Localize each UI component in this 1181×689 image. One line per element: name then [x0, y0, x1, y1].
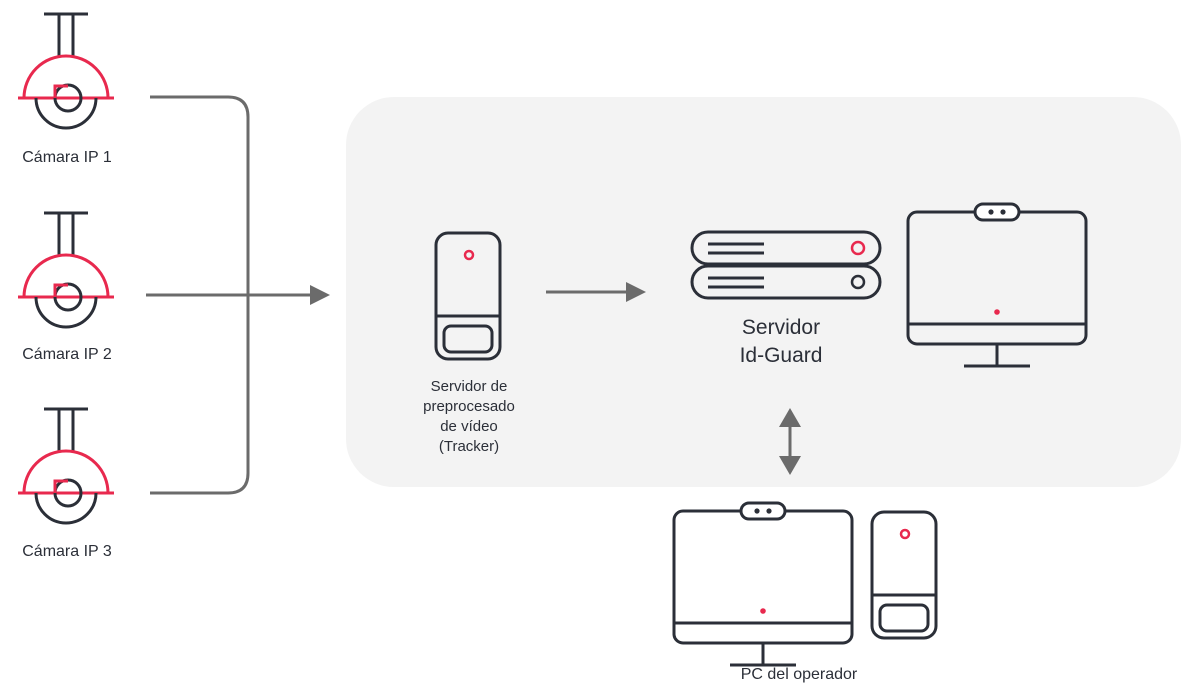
server-monitor-icon: [906, 202, 1088, 368]
server-label-line-1: Servidor: [741, 316, 821, 339]
arrow-to-tracker-icon: [310, 285, 330, 305]
tracker-label-line-3: de vídeo: [440, 418, 498, 435]
arrow-to-server-icon: [626, 282, 646, 302]
tracker-label-line-4: (Tracker): [438, 438, 500, 455]
server-label: Servidor Id-Guard: [681, 314, 881, 370]
camera-2-icon: [16, 211, 116, 329]
tracker-label-line-2: preprocesado: [423, 398, 515, 415]
operator-tower-icon: [870, 510, 938, 640]
camera-1-icon: [16, 12, 116, 130]
tracker-label: Servidor de preprocesado de vídeo (Track…: [379, 377, 559, 457]
server-zone-panel: [346, 97, 1181, 487]
rack-server-icon: [690, 230, 882, 300]
operator-monitor-icon: [672, 501, 854, 667]
tracker-tower-icon: [434, 231, 502, 361]
operator-pc-label: PC del operador: [740, 666, 858, 683]
camera-3-icon: [16, 407, 116, 525]
camera-1-label: Cámara IP 1: [22, 149, 112, 166]
camera-2-label: Cámara IP 2: [22, 346, 112, 363]
server-label-line-2: Id-Guard: [739, 344, 823, 367]
tracker-label-line-1: Servidor de: [430, 378, 508, 395]
double-arrow-icon: [779, 408, 801, 475]
camera-3-label: Cámara IP 3: [22, 543, 112, 560]
